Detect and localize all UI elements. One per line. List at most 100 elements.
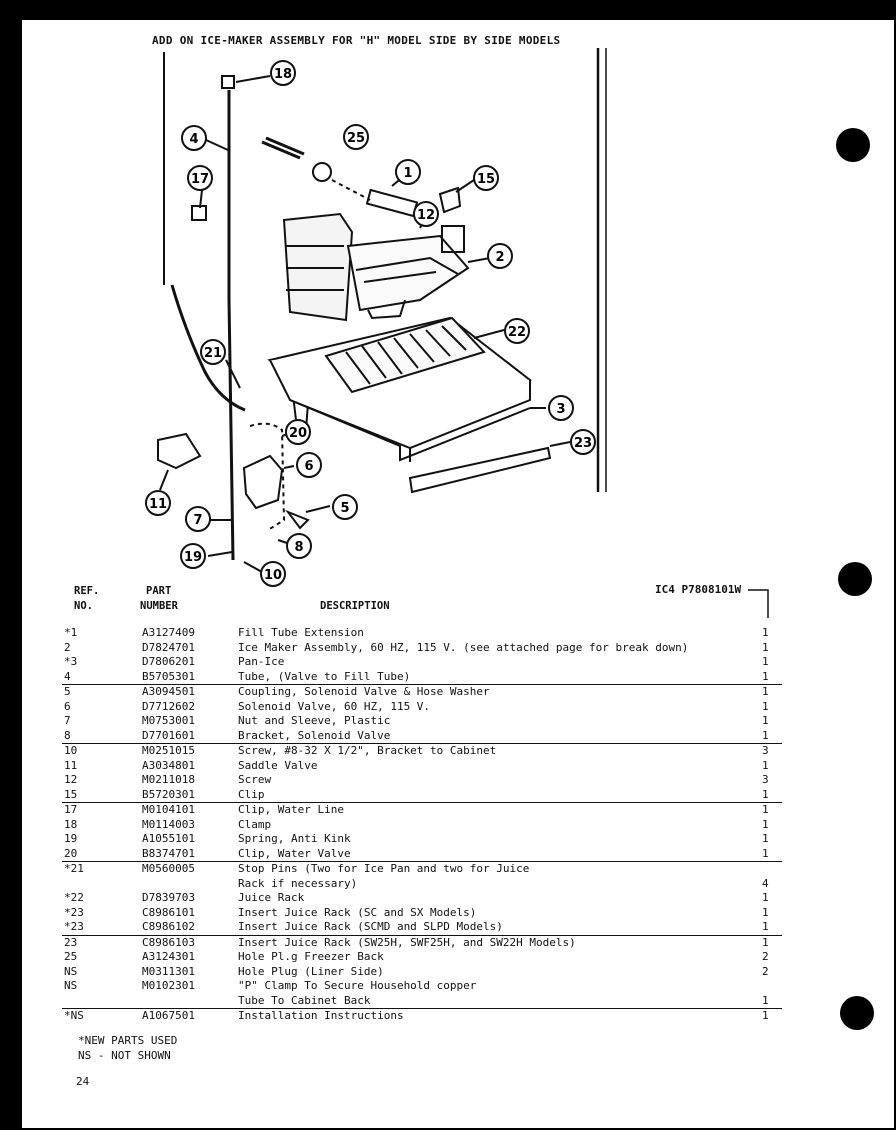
callout-circle xyxy=(270,60,296,86)
cell-ref: 15 xyxy=(62,787,142,803)
cell-ref: *23 xyxy=(64,905,84,919)
solenoid-bracket xyxy=(249,422,286,531)
callout-21: 21 xyxy=(200,339,226,365)
callout-2: 2 xyxy=(487,243,513,269)
cell-desc: Nut and Sleeve, Plastic xyxy=(238,714,391,727)
callout-label: 21 xyxy=(204,346,222,361)
callout-circle xyxy=(332,494,358,520)
cell-desc: Clip, Water Line xyxy=(238,803,344,816)
cell-qty: 1 xyxy=(762,699,769,713)
cell-part: D7712602 xyxy=(142,699,195,713)
callout-23: 23 xyxy=(570,429,596,455)
cell-qty: 2 xyxy=(762,950,769,963)
callout-1: 1 xyxy=(395,159,421,185)
callout-label: 23 xyxy=(574,436,592,451)
cell-ref: 23 xyxy=(64,935,78,949)
cell-ref: 5 xyxy=(64,685,71,698)
cell-qty: 1 xyxy=(762,685,769,698)
page-title: ADD ON ICE-MAKER ASSEMBLY FOR "H" MODEL … xyxy=(152,34,561,47)
cell-desc: Ice Maker Assembly, 60 HZ, 115 V. (see a… xyxy=(238,640,689,654)
cell-part: A3094501 xyxy=(142,685,195,698)
callout-17: 17 xyxy=(187,165,213,191)
callout-3: 3 xyxy=(548,395,574,421)
cell-ref xyxy=(62,993,142,1009)
table-row: Rack if necessary)4 xyxy=(62,877,782,892)
cell-part: D7839703 xyxy=(142,891,195,904)
cell-ref: NS xyxy=(64,964,78,978)
cell-part: M0102301 xyxy=(142,979,195,992)
cell-ref: 20 xyxy=(62,846,142,862)
water-tube xyxy=(227,90,235,561)
cell-ref: *23 xyxy=(62,920,142,936)
cell-ref: 11 xyxy=(64,758,78,772)
page-number: 24 xyxy=(76,1075,90,1088)
cell-desc: Clip, Water Valve xyxy=(238,846,762,862)
cell-part: C8986103 xyxy=(142,935,195,949)
callout-19: 19 xyxy=(180,543,206,569)
cell-ref: 18 xyxy=(64,817,78,831)
cell-qty: 1 xyxy=(762,1009,769,1022)
cell-desc: Rack if necessary) xyxy=(238,876,358,890)
cell-qty: 3 xyxy=(762,744,769,757)
callout-label: 19 xyxy=(184,550,202,565)
callout-circle xyxy=(548,395,574,421)
callout-circle xyxy=(260,561,286,587)
callout-circle xyxy=(473,165,499,191)
cell-part: B8374701 xyxy=(142,846,238,862)
cell-desc: Stop Pins (Two for Ice Pan and two for J… xyxy=(238,862,530,875)
callout-6: 6 xyxy=(296,452,322,478)
cell-qty: 1 xyxy=(762,891,769,904)
cell-ref: 7 xyxy=(64,714,71,727)
cell-qty: 1 xyxy=(762,920,782,936)
cell-desc: "P" Clamp To Secure Household copper xyxy=(238,979,477,992)
note-not-shown: NS - NOT SHOWN xyxy=(78,1049,171,1062)
callout-20: 20 xyxy=(285,419,311,445)
description-header: DESCRIPTION xyxy=(320,600,390,612)
cell-desc: Tube To Cabinet Back xyxy=(238,993,762,1009)
cell-ref: NS xyxy=(64,979,78,992)
callout-circle xyxy=(200,339,226,365)
cell-desc: Fill Tube Extension xyxy=(238,626,364,639)
cell-desc: Insert Juice Rack (SCMD and SLPD Models) xyxy=(238,920,762,936)
callout-circle xyxy=(296,452,322,478)
cell-qty xyxy=(762,862,782,877)
coupling-valve xyxy=(285,509,310,530)
cell-qty: 1 xyxy=(762,640,769,654)
callout-circle xyxy=(570,429,596,455)
cell-ref: *NS xyxy=(64,1009,84,1022)
saddle-valve xyxy=(157,432,202,470)
cell-ref: 4 xyxy=(62,669,142,685)
callout-12: 12 xyxy=(413,201,439,227)
cell-part: M0251015 xyxy=(142,744,195,757)
callout-4: 4 xyxy=(181,125,207,151)
callout-5: 5 xyxy=(332,494,358,520)
cell-desc: Screw xyxy=(238,773,272,786)
cell-part: D7701601 xyxy=(142,728,238,744)
note-new-parts: *NEW PARTS USED xyxy=(78,1034,178,1047)
cell-desc: Juice Rack xyxy=(238,891,305,904)
parts-page xyxy=(22,20,894,1128)
cell-part: A1055101 xyxy=(142,832,195,845)
ice-maker-assembly xyxy=(282,212,470,322)
cell-qty: 1 xyxy=(762,758,769,772)
cell-part: M0104101 xyxy=(142,803,195,816)
cell-qty: 1 xyxy=(762,626,769,639)
callout-7: 7 xyxy=(185,506,211,532)
callout-label: 18 xyxy=(274,67,292,82)
callout-circle xyxy=(185,506,211,532)
cell-part xyxy=(142,993,238,1009)
cell-desc: Clip xyxy=(238,787,762,803)
